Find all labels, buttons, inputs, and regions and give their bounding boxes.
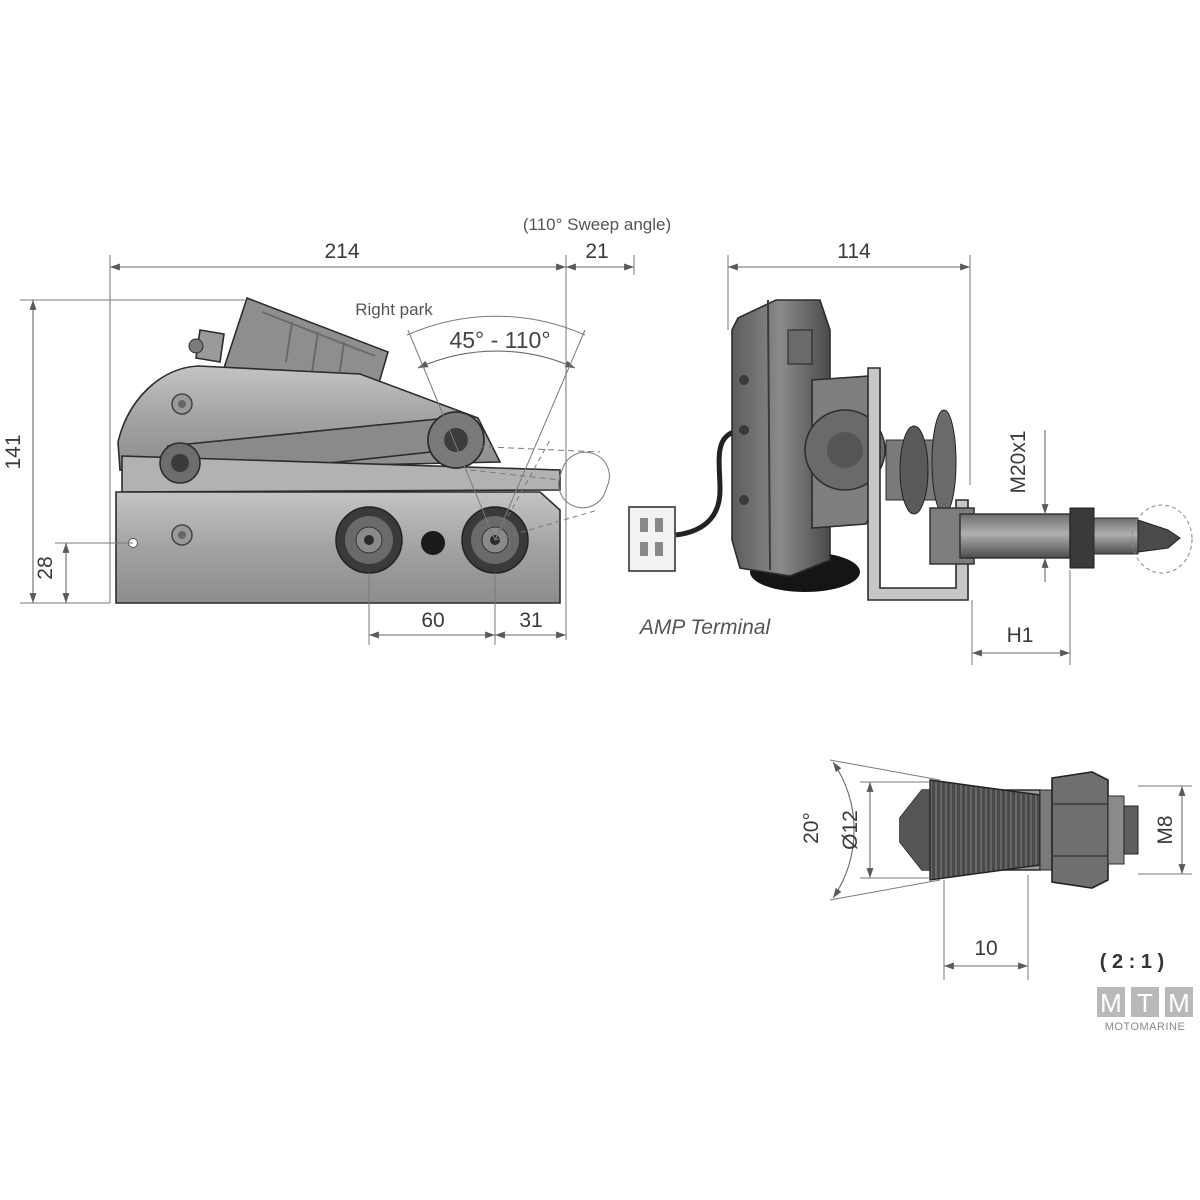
- amp-terminal-connector: [628, 427, 745, 572]
- dim-spindle-to-end: 31: [519, 609, 542, 632]
- dim-nut-thread: M8: [1154, 815, 1177, 844]
- logo-letter-1: M: [1100, 988, 1122, 1018]
- note-sweep-range: 45° - 110°: [449, 327, 550, 353]
- dim-height: 141: [2, 434, 25, 469]
- front-dimensions: 214 21 141 28 60 31 (110° Sweep angle) R…: [2, 215, 671, 645]
- spindle-left: [335, 506, 403, 574]
- logo-letter-3: M: [1168, 988, 1190, 1018]
- detail-view: [899, 771, 1139, 889]
- dim-taper-angle: 20°: [800, 812, 823, 844]
- logo-box-1: [1097, 987, 1125, 1017]
- hex-nut: [1039, 771, 1139, 889]
- tapered-tip: [899, 779, 1041, 881]
- dim-base-height: 28: [34, 556, 57, 579]
- detail-callout-circle: [1131, 504, 1193, 574]
- note-right-park: Right park: [355, 300, 433, 319]
- dim-sweep-offset: 21: [585, 240, 608, 263]
- dim-spindle-spacing: 60: [421, 609, 444, 632]
- detail-dimensions: 20° Ø12 M8 10 ( 2 : 1 ): [800, 759, 1192, 980]
- logo-box-2: [1131, 987, 1159, 1017]
- motomarine-logo: M T M MOTOMARINE: [1097, 987, 1193, 1033]
- side-dimensions: 114 M20x1 H1 AMP Terminal: [638, 240, 1071, 665]
- logo-letter-2: T: [1137, 988, 1153, 1018]
- side-view: [628, 299, 1193, 601]
- note-sweep-angle: (110° Sweep angle): [523, 215, 671, 234]
- logo-box-3: [1165, 987, 1193, 1017]
- spindle-shaft: [929, 507, 1181, 569]
- dim-tip-length: 10: [974, 937, 997, 960]
- logo-brand: MOTOMARINE: [1105, 1021, 1186, 1033]
- sweep-arcs: [406, 315, 610, 541]
- dim-diameter: Ø12: [839, 810, 862, 850]
- note-amp-terminal: AMP Terminal: [638, 616, 772, 639]
- dim-overall-length: 214: [324, 240, 359, 263]
- front-view: [115, 296, 610, 604]
- linkage-pivot: [885, 409, 957, 515]
- scale-label: ( 2 : 1 ): [1100, 951, 1164, 973]
- dim-thread: M20x1: [1007, 430, 1030, 493]
- dim-shaft-length: H1: [1007, 624, 1034, 647]
- dim-side-depth: 114: [837, 240, 871, 263]
